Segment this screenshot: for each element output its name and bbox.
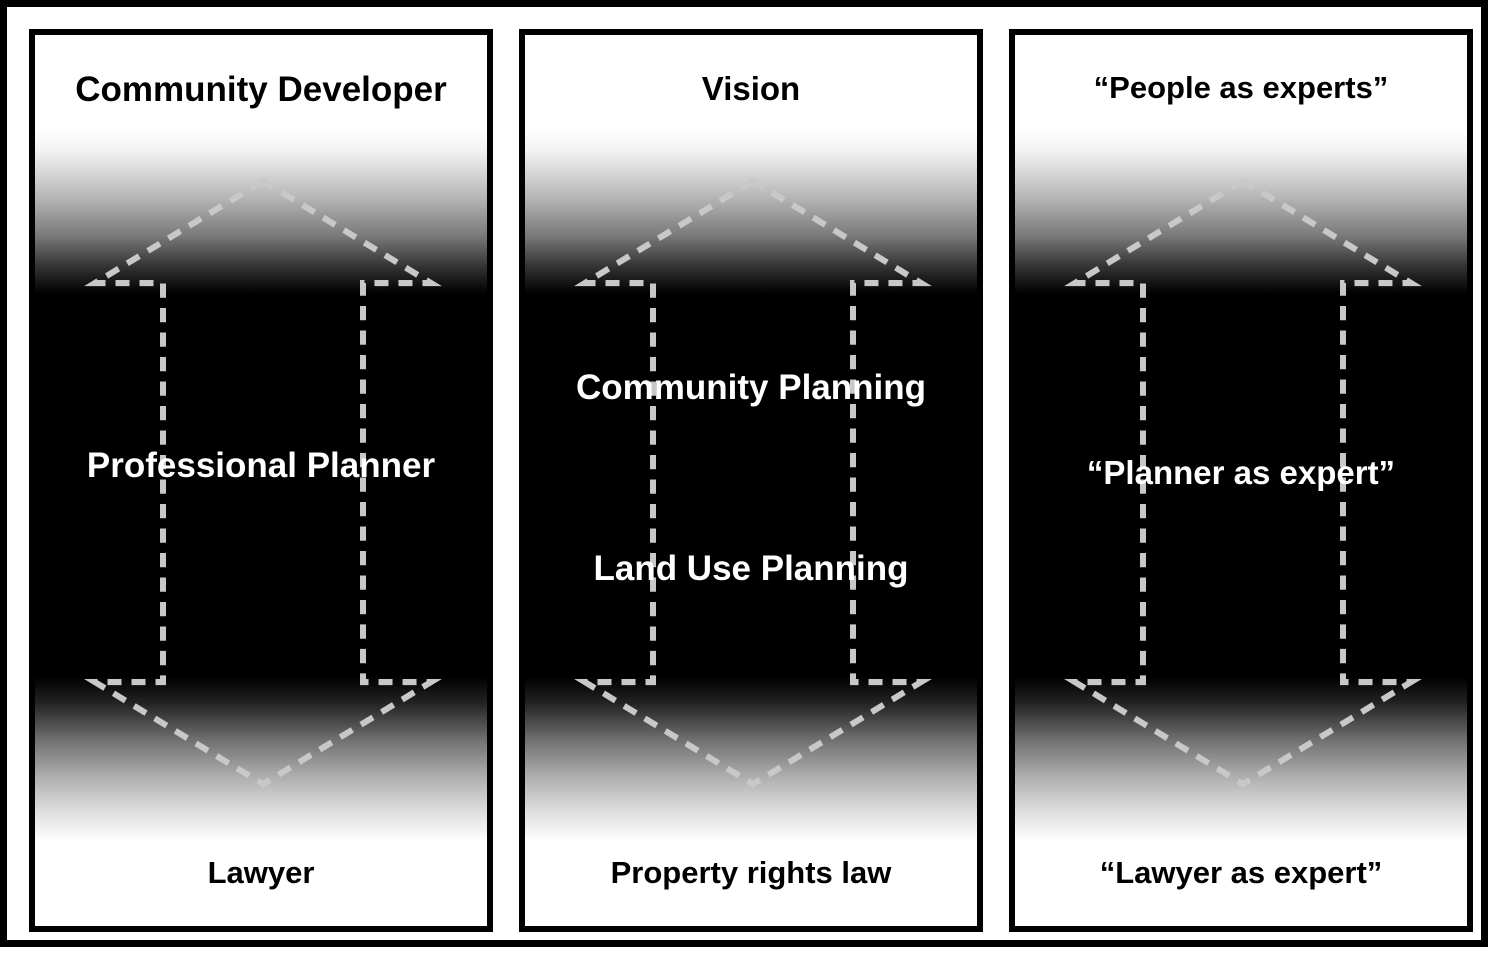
panel-middle-label-secondary: Land Use Planning [593,549,909,588]
panel-labels: “People as experts” “Planner as expert” … [1015,35,1467,926]
panel-domains: Vision Community Planning Land Use Plann… [519,29,983,932]
panel-labels: Community Developer Professional Planner… [35,35,487,926]
panel-top-label: “People as experts” [1093,70,1389,105]
dashed-double-arrow-icon [574,177,932,788]
panel-row: Community Developer Professional Planner… [7,7,1488,954]
panel-middle-label: “Planner as expert” [1086,454,1396,491]
panel-actors: Community Developer Professional Planner… [29,29,493,932]
panel-top-label: Community Developer [75,70,447,109]
panel-middle-label: Professional Planner [86,446,436,485]
dashed-double-arrow-icon [1064,177,1422,788]
panel-top-label: Vision [701,70,801,107]
panel-bottom-label: Lawyer [207,854,315,890]
panel-middle-label-primary: Community Planning [576,368,926,407]
panel-bottom-label: Property rights law [610,854,892,890]
panel-labels: Vision Community Planning Land Use Plann… [525,35,977,926]
panel-bottom-label: “Lawyer as expert” [1099,854,1383,890]
dashed-double-arrow-icon [84,177,442,788]
panel-expertise: “People as experts” “Planner as expert” … [1009,29,1473,932]
